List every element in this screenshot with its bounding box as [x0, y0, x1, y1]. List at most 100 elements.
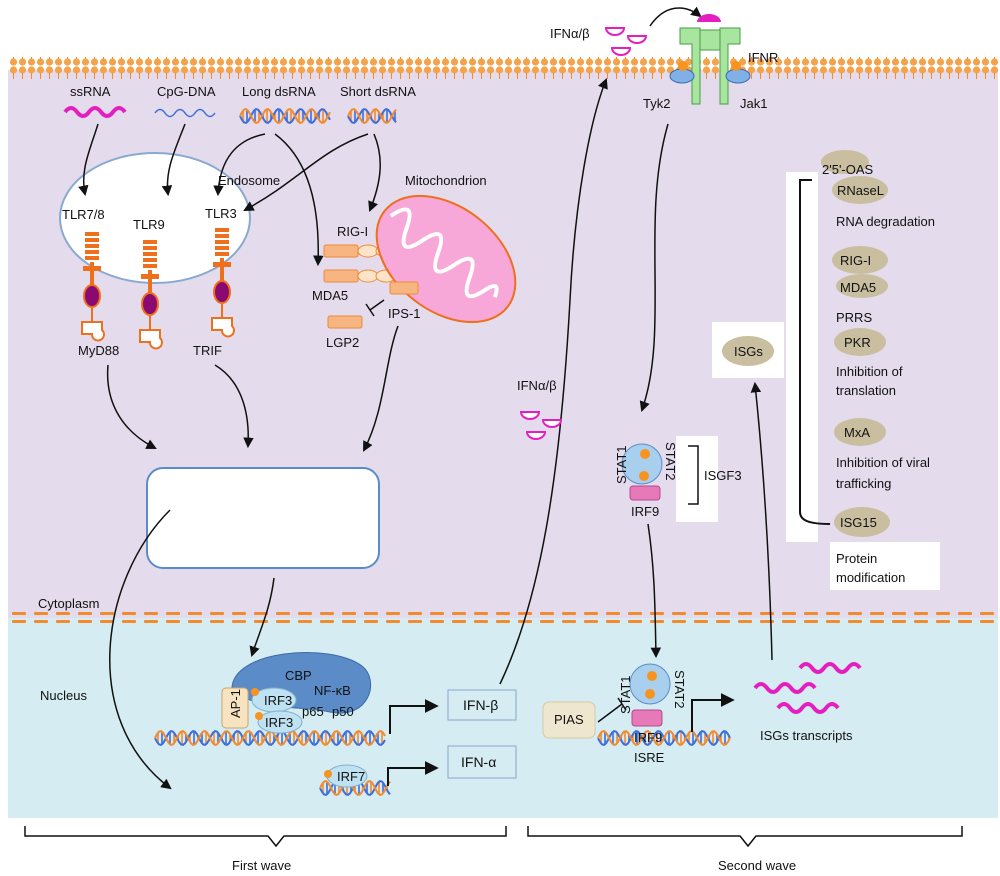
mxa-label: MxA [844, 425, 870, 440]
rnasel-label: RNaseL [837, 183, 884, 198]
envelope-segment [738, 612, 752, 615]
pias-protein [542, 701, 596, 739]
lgp2-inhibition [365, 299, 385, 317]
ifnb-transcription-arrow [389, 699, 439, 734]
cytoplasm-label: Cytoplasm [38, 596, 99, 611]
envelope-segment [232, 620, 246, 623]
lrr-segment [143, 264, 157, 268]
helix-strand [597, 730, 731, 746]
irf3a-label: IRF3 [264, 693, 292, 708]
pkr-pill [834, 328, 886, 356]
signaling-hub-box [146, 467, 380, 569]
envelope-segment [562, 620, 576, 623]
first-wave-arrows [78, 78, 608, 790]
envelope-segment [804, 612, 818, 615]
lrr-segment [215, 228, 229, 232]
envelope-segment [716, 612, 730, 615]
envelope-segment [452, 620, 466, 623]
ifn-molecule [604, 27, 626, 36]
isg15-caption-bg [830, 542, 940, 590]
tir-domain [141, 292, 159, 316]
envelope-segment [408, 620, 422, 623]
second-wave-label: Second wave [718, 858, 796, 873]
envelope-segment [540, 612, 554, 615]
ifnr-label: IFNR [748, 50, 778, 65]
isgs-transcripts-label: ISGs transcripts [760, 728, 853, 743]
isre-dna [597, 730, 731, 746]
envelope-segment [298, 620, 312, 623]
envelope-segment [254, 612, 268, 615]
cpg-dna-wave [154, 108, 216, 118]
pias-inhibition [597, 697, 627, 723]
irf7-phospho [324, 770, 332, 778]
tir-domain [83, 284, 101, 308]
tlr78-label: TLR7/8 [62, 207, 105, 222]
first-wave-brace [24, 826, 507, 848]
lrr-segment [143, 258, 157, 262]
rna-degradation-label: RNA degradation [836, 214, 935, 229]
nuclear-stat1-label: STAT1 [618, 675, 633, 714]
lrr-segment [143, 246, 157, 250]
helix-strand [319, 780, 391, 796]
envelope-segment [540, 620, 554, 623]
envelope-segment [584, 620, 598, 623]
ifn-top-molecules [604, 27, 648, 56]
isg-transcripts [753, 662, 862, 714]
envelope-segment [848, 612, 862, 615]
envelope-segment [386, 612, 400, 615]
envelope-segment [606, 620, 620, 623]
helix-strand [347, 108, 397, 124]
tir-domain [213, 280, 231, 304]
tyk2-label: Tyk2 [643, 96, 670, 111]
tlr78-receptor [81, 232, 105, 342]
envelope-segment [672, 620, 686, 623]
envelope-segment [100, 620, 114, 623]
first-wave-label: First wave [232, 858, 291, 873]
envelope-segment [276, 612, 290, 615]
envelope-segment [606, 612, 620, 615]
envelope-segment [474, 620, 488, 623]
ifn-top-label: IFNα/β [550, 26, 590, 41]
helix-strand [239, 108, 331, 124]
envelope-segment [474, 612, 488, 615]
ssrna-wave [63, 106, 127, 118]
envelope-segment [452, 612, 466, 615]
envelope-segment [628, 612, 642, 615]
nuclear-irf9-label: IRF9 [634, 730, 662, 745]
lrr-segment [143, 240, 157, 244]
helix-strand [347, 108, 397, 124]
envelope-segment [430, 620, 444, 623]
envelope-segment [276, 620, 290, 623]
lrr-segment [85, 256, 99, 260]
isre-label: ISRE [634, 750, 665, 765]
long-dsrna-label: Long dsRNA [242, 84, 316, 99]
envelope-segment [672, 612, 686, 615]
envelope-segment [782, 620, 796, 623]
envelope-segment [826, 612, 840, 615]
envelope-segment [496, 612, 510, 615]
rig-i-label: RIG-I [337, 224, 368, 239]
irf3b-protein [257, 710, 303, 734]
myd88-label: MyD88 [78, 343, 119, 358]
envelope-segment [892, 620, 906, 623]
ifna-transcription-arrow [387, 761, 439, 786]
envelope-segment [760, 612, 774, 615]
nfkb-label: NF-κB [314, 683, 351, 698]
envelope-segment [870, 612, 884, 615]
envelope-segment [254, 620, 268, 623]
isgf3-stat1-label: STAT1 [614, 445, 629, 484]
ap1-protein [221, 687, 249, 729]
tlr3-receptor [211, 228, 235, 338]
plasma-membrane [8, 57, 998, 79]
envelope-segment [848, 620, 862, 623]
envelope-segment [958, 612, 972, 615]
ifn-molecule [541, 419, 563, 428]
envelope-segment [166, 620, 180, 623]
irf3a-phospho [251, 688, 259, 696]
isgf3-irf9-label: IRF9 [631, 504, 659, 519]
ifnb-gene-box [447, 689, 517, 721]
envelope-segment [342, 620, 356, 623]
p65-label: p65 [302, 704, 324, 719]
pkr-caption-2: translation [836, 383, 896, 398]
